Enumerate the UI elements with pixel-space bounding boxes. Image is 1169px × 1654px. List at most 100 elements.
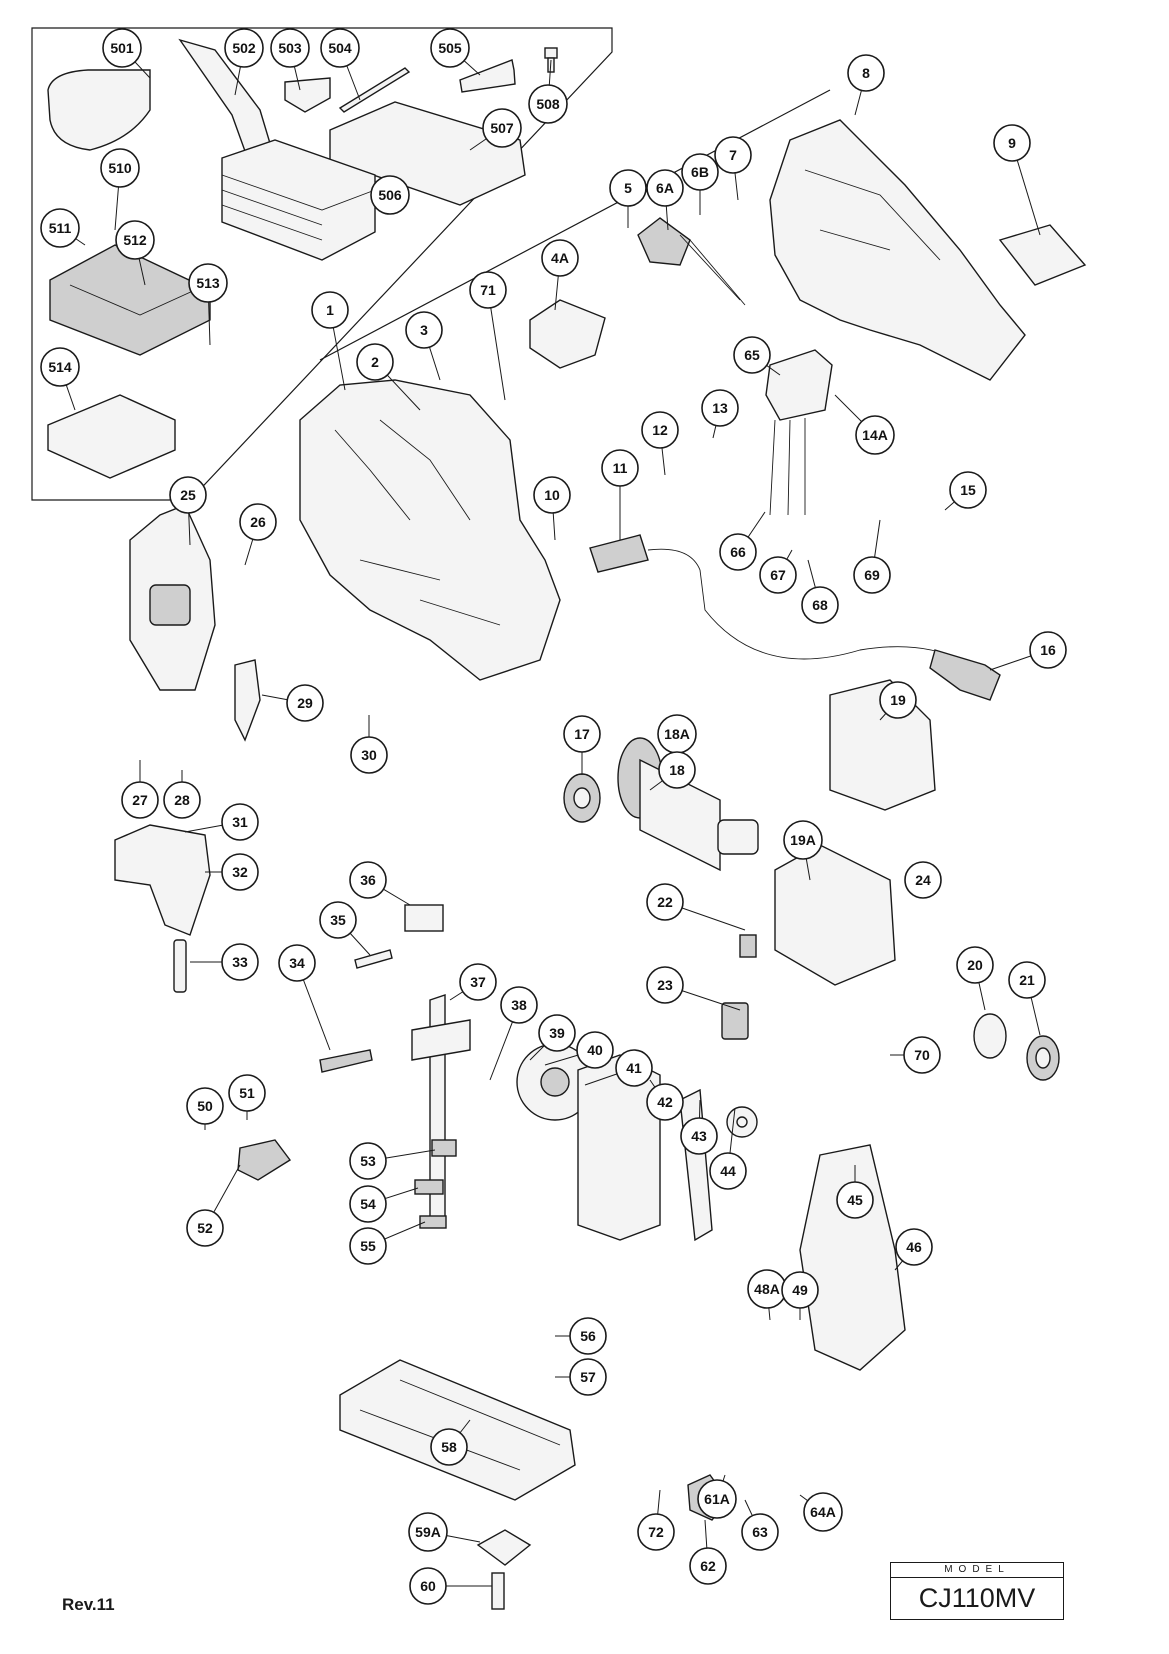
callout-508: 508 xyxy=(528,84,568,124)
callout-label: 43 xyxy=(691,1128,707,1144)
washer-44 xyxy=(726,1106,758,1138)
bearing-17 xyxy=(563,773,601,823)
callout-18A: 18A xyxy=(657,714,697,754)
cam-53-55 xyxy=(414,1139,457,1229)
callout-24: 24 xyxy=(904,861,942,899)
callout-53: 53 xyxy=(349,1142,387,1180)
plunger-37 xyxy=(411,994,471,1226)
callout-label: 54 xyxy=(360,1196,376,1212)
callout-label: 507 xyxy=(490,120,514,136)
callout-1: 1 xyxy=(311,291,349,329)
callout-20: 20 xyxy=(956,946,994,984)
callout-label: 55 xyxy=(360,1238,376,1254)
dowel-35 xyxy=(354,949,393,969)
callout-513: 513 xyxy=(188,263,228,303)
callout-16: 16 xyxy=(1029,631,1067,669)
callout-51: 51 xyxy=(228,1074,266,1112)
callout-label: 58 xyxy=(441,1439,457,1455)
callout-507: 507 xyxy=(482,108,522,148)
callout-510: 510 xyxy=(100,148,140,188)
callout-label: 53 xyxy=(360,1153,376,1169)
callout-label: 3 xyxy=(420,322,428,338)
callout-505: 505 xyxy=(430,28,470,68)
callout-57: 57 xyxy=(569,1358,607,1396)
cord-11-16 xyxy=(589,534,1001,701)
callout-26: 26 xyxy=(239,503,277,541)
callout-label: 39 xyxy=(549,1025,565,1041)
revision-label: Rev.11 xyxy=(62,1595,115,1614)
callout-label: 505 xyxy=(438,40,462,56)
callout-19: 19 xyxy=(879,681,917,719)
callout-54: 54 xyxy=(349,1185,387,1223)
callout-label: 10 xyxy=(544,487,560,503)
callout-label: 514 xyxy=(48,359,72,375)
callout-label: 511 xyxy=(49,220,72,236)
callout-label: 27 xyxy=(132,792,148,808)
callout-label: 503 xyxy=(278,40,302,56)
callout-7: 7 xyxy=(714,136,752,174)
plate-43 xyxy=(679,1088,713,1242)
callout-label: 48A xyxy=(754,1281,780,1297)
callout-label: 18 xyxy=(669,762,685,778)
callout-503: 503 xyxy=(270,28,310,68)
housing-set-9-shell xyxy=(769,119,1026,381)
dust-cover-501 xyxy=(47,69,151,151)
callout-504: 504 xyxy=(320,28,360,68)
callout-66: 66 xyxy=(719,533,757,571)
callout-label: 513 xyxy=(196,275,220,291)
callout-label: 6A xyxy=(656,180,674,196)
callout-36: 36 xyxy=(349,861,387,899)
callout-label: 8 xyxy=(862,65,870,81)
callout-2: 2 xyxy=(356,343,394,381)
callout-6B: 6B xyxy=(681,153,719,191)
callout-38: 38 xyxy=(500,986,538,1024)
carbon-brush-22 xyxy=(739,934,757,958)
callout-label: 44 xyxy=(720,1163,736,1179)
callout-70: 70 xyxy=(903,1036,941,1074)
callout-label: 50 xyxy=(197,1098,213,1114)
callout-63: 63 xyxy=(741,1513,779,1551)
callout-label: 13 xyxy=(712,400,728,416)
callout-31: 31 xyxy=(221,803,259,841)
callout-label: 508 xyxy=(536,96,560,112)
callout-502: 502 xyxy=(224,28,264,68)
callout-label: 21 xyxy=(1019,972,1035,988)
callout-label: 64A xyxy=(810,1504,836,1520)
callout-28: 28 xyxy=(163,781,201,819)
callout-64A: 64A xyxy=(803,1492,843,1532)
callout-514: 514 xyxy=(40,347,80,387)
callout-label: 42 xyxy=(657,1094,673,1110)
callout-17: 17 xyxy=(563,715,601,753)
callout-label: 22 xyxy=(657,894,673,910)
callout-69: 69 xyxy=(853,556,891,594)
callout-label: 38 xyxy=(511,997,527,1013)
callout-46: 46 xyxy=(895,1228,933,1266)
armature-18 xyxy=(617,737,759,872)
callout-label: 59A xyxy=(415,1524,441,1540)
callout-label: 510 xyxy=(108,160,132,176)
callout-60: 60 xyxy=(409,1567,447,1605)
callout-label: 66 xyxy=(730,544,746,560)
callout-label: 28 xyxy=(174,792,190,808)
callout-22: 22 xyxy=(646,883,684,921)
brush-holder-23 xyxy=(721,1002,749,1040)
callout-label: 56 xyxy=(580,1328,596,1344)
callout-8: 8 xyxy=(847,54,885,92)
callout-501: 501 xyxy=(102,28,142,68)
callout-label: 60 xyxy=(420,1578,436,1594)
callout-label: 40 xyxy=(587,1042,603,1058)
callout-65: 65 xyxy=(733,336,771,374)
callout-label: 69 xyxy=(864,567,880,583)
callout-label: 61A xyxy=(704,1491,730,1507)
callout-label: 5 xyxy=(624,180,632,196)
callout-43: 43 xyxy=(680,1117,718,1155)
callout-label: 35 xyxy=(330,912,346,928)
bearing-21 xyxy=(1026,1035,1060,1081)
callout-label: 4A xyxy=(551,250,569,266)
switch-6A xyxy=(637,217,746,306)
callout-512: 512 xyxy=(115,220,155,260)
model-heading: MODEL xyxy=(891,1563,1063,1578)
callout-5: 5 xyxy=(609,169,647,207)
callout-label: 37 xyxy=(470,974,486,990)
